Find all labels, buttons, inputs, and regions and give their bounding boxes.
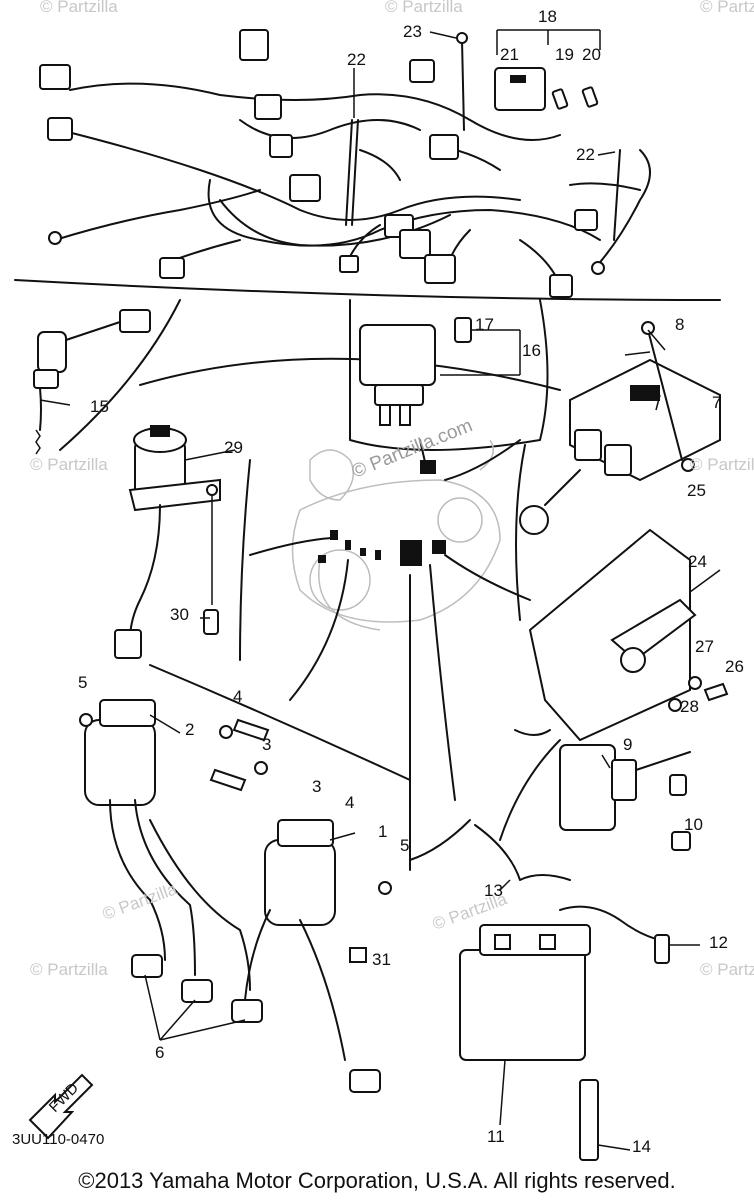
wire-harness bbox=[14, 29, 721, 301]
bracket-25 bbox=[528, 528, 729, 742]
callout-29: 29 bbox=[224, 438, 243, 457]
watermark: © Partzilla bbox=[700, 0, 754, 16]
callout-13: 13 bbox=[484, 881, 503, 900]
callout-19: 19 bbox=[555, 45, 574, 64]
watermark: © Partzilla bbox=[385, 0, 463, 16]
callout-22: 22 bbox=[576, 145, 595, 164]
callout-31: 31 bbox=[372, 950, 391, 969]
callout-3: 3 bbox=[262, 735, 271, 754]
callout-12: 12 bbox=[709, 933, 728, 952]
switch-15 bbox=[33, 309, 151, 455]
callout-27: 27 bbox=[695, 637, 714, 656]
starter-relay-assembly bbox=[494, 29, 601, 111]
callout-7: 7 bbox=[712, 393, 721, 412]
callout-15: 15 bbox=[90, 397, 109, 416]
bands-22 bbox=[345, 68, 621, 241]
ignition-coils bbox=[79, 699, 392, 1093]
callout-17: 17 bbox=[475, 315, 494, 334]
callout-4: 4 bbox=[233, 687, 242, 706]
watermark: © Partzilla bbox=[700, 960, 754, 979]
location-markers bbox=[249, 439, 531, 801]
cdi-unit-7 bbox=[519, 321, 721, 535]
watermark: © Partzilla bbox=[40, 0, 118, 16]
callout-20: 20 bbox=[582, 45, 601, 64]
callout-28: 28 bbox=[680, 697, 699, 716]
callout-30: 30 bbox=[170, 605, 189, 624]
callout-3: 3 bbox=[312, 777, 321, 796]
motorcycle-outline bbox=[291, 439, 501, 631]
callout-18: 18 bbox=[538, 7, 557, 26]
watermark: © Partzilla bbox=[690, 455, 754, 474]
relay-16 bbox=[359, 317, 521, 426]
callout-5: 5 bbox=[400, 836, 409, 855]
callout-6: 6 bbox=[155, 1043, 164, 1062]
watermark: © Partzilla bbox=[30, 960, 108, 979]
leader-lines bbox=[39, 329, 721, 1151]
flasher-relay-9 bbox=[559, 744, 691, 851]
copyright-notice: ©2013 Yamaha Motor Corporation, U.S.A. A… bbox=[78, 1168, 676, 1193]
drawing-code: 3UU110-0470 bbox=[12, 1131, 104, 1148]
battery-11 bbox=[459, 824, 670, 1161]
fwd-arrow: FWD bbox=[28, 1073, 94, 1140]
callout-4: 4 bbox=[345, 793, 354, 812]
watermark: © Partzilla bbox=[100, 879, 180, 924]
callout-9: 9 bbox=[623, 735, 632, 754]
watermark: © Partzilla bbox=[30, 455, 108, 474]
callout-8: 8 bbox=[675, 315, 684, 334]
callout-21: 21 bbox=[500, 45, 519, 64]
main-switch-29 bbox=[114, 425, 221, 659]
cable-tie-23 bbox=[429, 31, 468, 131]
callout-2: 2 bbox=[185, 720, 194, 739]
callout-14: 14 bbox=[632, 1137, 651, 1156]
callout-5: 5 bbox=[78, 673, 87, 692]
callout-26: 26 bbox=[725, 657, 744, 676]
callout-1: 1 bbox=[378, 822, 387, 841]
callout-10: 10 bbox=[684, 815, 703, 834]
callout-11: 11 bbox=[487, 1127, 505, 1146]
callout-24: 24 bbox=[688, 552, 707, 571]
divider-lines bbox=[59, 299, 561, 871]
callout-16: 16 bbox=[522, 341, 541, 360]
callout-23: 23 bbox=[403, 22, 422, 41]
callout-25: 25 bbox=[687, 481, 706, 500]
callout-22: 22 bbox=[347, 50, 366, 69]
